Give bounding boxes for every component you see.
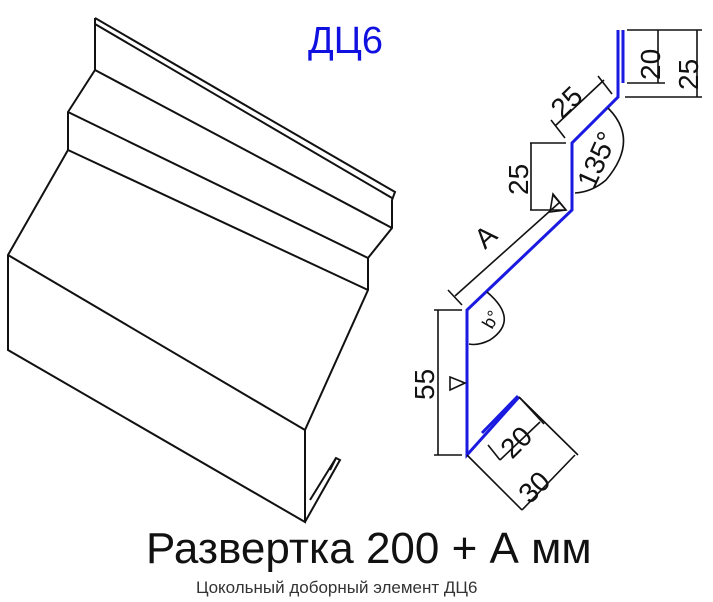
isometric-view [7,17,397,524]
development-caption: Развертка 200 + А мм [146,524,592,573]
dim-angle-lower: b° [478,307,504,332]
dim-top-hem: 20 [635,49,666,80]
dimension-lines [434,29,702,511]
dim-bottom-flange: 30 [512,465,556,509]
part-title: ДЦ6 [308,20,383,62]
dim-slope-length: A [468,219,503,255]
dim-vertical: 55 [409,369,440,400]
dim-upper-rise: 25 [503,164,534,195]
dim-upper-slope: 25 [545,80,589,124]
dim-bottom-hem: 20 [494,420,538,464]
dim-top-flange: 25 [673,59,704,90]
part-description: Цокольный доборный элемент ДЦ6 [196,578,478,597]
